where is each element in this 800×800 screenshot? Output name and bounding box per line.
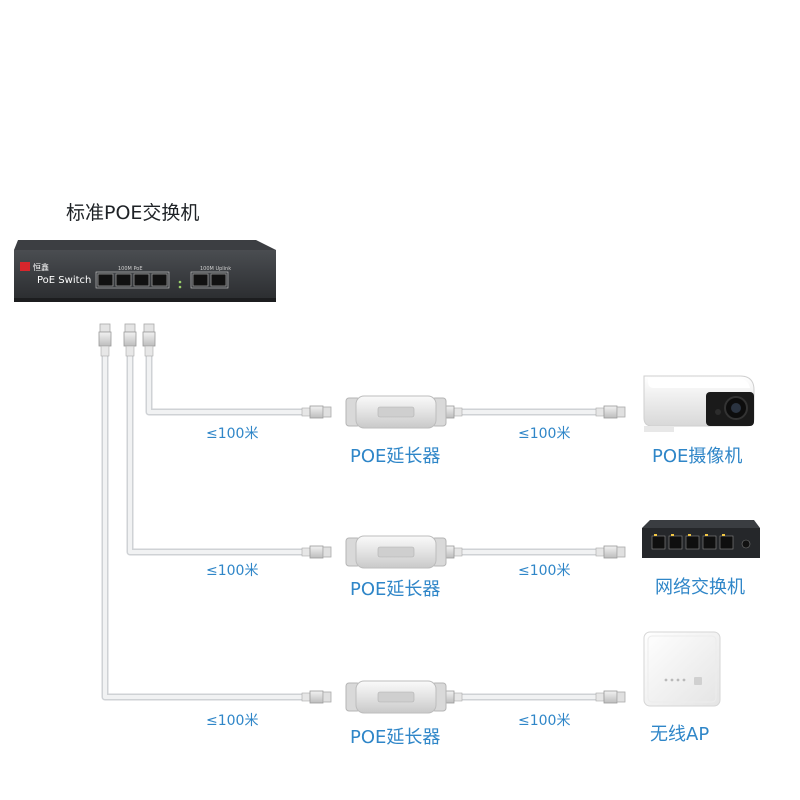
distance-label-1-out: ≤100米: [518, 426, 571, 442]
bullet-camera-icon: [643, 375, 755, 432]
uplink-port-2: [210, 273, 227, 287]
distance-label-3-in: ≤100米: [206, 713, 259, 729]
switch-model: PoE Switch: [37, 275, 91, 286]
poe-extender-2: [345, 535, 447, 569]
poe-switch: 恒鑫 PoE Switch 100M PoE 100M Uplink: [14, 240, 276, 302]
poe-port-1: [97, 273, 114, 287]
network-switch-icon: [642, 520, 760, 558]
extender-in-plug-1: [301, 405, 332, 419]
poe-group-label: 100M PoE: [118, 266, 143, 272]
poe-extender-3: [345, 680, 447, 714]
distance-label-1-in: ≤100米: [206, 426, 259, 442]
distance-label-3-out: ≤100米: [518, 713, 571, 729]
cables: [101, 352, 602, 701]
poe-port-2: [115, 273, 132, 287]
plug-3: [142, 323, 156, 357]
device-label-switch: 网络交换机: [655, 577, 745, 598]
device-label-ap: 无线AP: [650, 724, 710, 745]
poe-extender-1: [345, 395, 447, 429]
distance-label-2-in: ≤100米: [206, 563, 259, 579]
extender-label-1: POE延长器: [350, 446, 441, 467]
device-plug-1: [595, 405, 626, 419]
extender-in-plug-2: [301, 545, 332, 559]
device-label-camera: POE摄像机: [652, 446, 743, 467]
extender-label-3: POE延长器: [350, 727, 441, 748]
wireless-ap-icon: [643, 631, 721, 707]
poe-ports: [97, 273, 227, 287]
uplink-group-label: 100M Uplink: [200, 266, 231, 272]
switch-brand: 恒鑫: [33, 262, 49, 272]
device-plug-2: [595, 545, 626, 559]
plug-2: [123, 323, 137, 357]
extender-in-plug-3: [301, 690, 332, 704]
extender-label-2: POE延长器: [350, 579, 441, 600]
brand-logo-icon: [20, 262, 30, 271]
plug-1: [98, 323, 112, 357]
device-plug-3: [595, 690, 626, 704]
poe-port-4: [151, 273, 168, 287]
distance-label-2-out: ≤100米: [518, 563, 571, 579]
poe-port-3: [133, 273, 150, 287]
switch-plugs: [98, 323, 156, 357]
switch-title: 标准POE交换机: [66, 202, 200, 224]
uplink-port-1: [192, 273, 209, 287]
